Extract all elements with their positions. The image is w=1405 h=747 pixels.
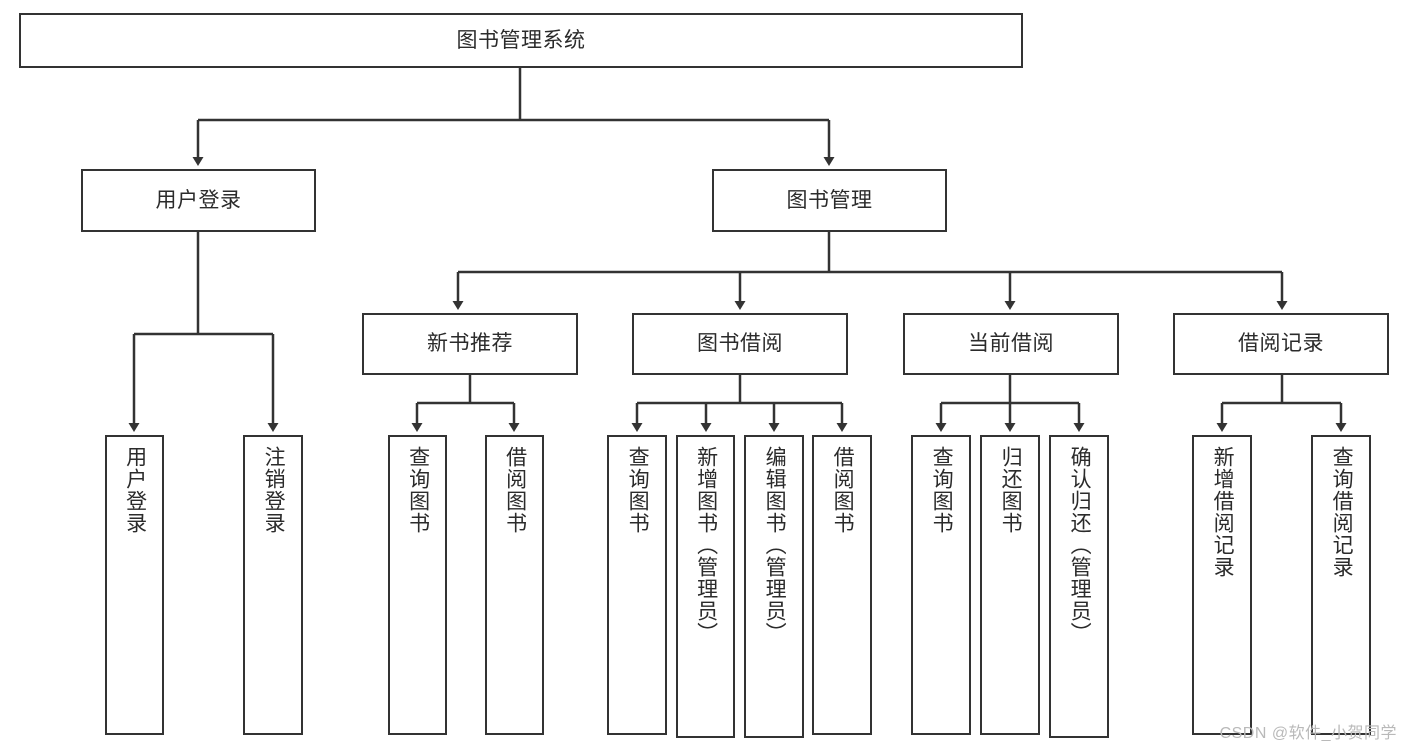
- node-label: 用户登录: [123, 446, 147, 534]
- node-label: 新增借阅记录: [1211, 446, 1235, 578]
- leaf-query-books-borrow[interactable]: 查询图书: [607, 435, 667, 735]
- leaf-borrow-books[interactable]: 借阅图书: [812, 435, 872, 735]
- node-label: 用户登录: [155, 188, 242, 212]
- node-label: 借阅记录: [1238, 332, 1324, 356]
- node-book-borrowing[interactable]: 图书借阅: [632, 313, 848, 375]
- node-current-borrowing[interactable]: 当前借阅: [903, 313, 1119, 375]
- node-label: 查询图书: [626, 446, 650, 534]
- node-label: 借阅图书: [831, 446, 855, 534]
- node-label: 查询图书: [930, 446, 954, 534]
- leaf-add-book-admin[interactable]: 新增图书（管理员）: [676, 435, 735, 738]
- node-new-book-recommendation[interactable]: 新书推荐: [362, 313, 578, 375]
- node-label: 确认归还（管理员）: [1068, 446, 1092, 644]
- leaf-add-borrow-record[interactable]: 新增借阅记录: [1192, 435, 1252, 735]
- leaf-return-books[interactable]: 归还图书: [980, 435, 1040, 735]
- leaf-query-books-current[interactable]: 查询图书: [911, 435, 971, 735]
- csdn-watermark: CSDN @软件_小贺同学: [1219, 725, 1397, 742]
- leaf-edit-book-admin[interactable]: 编辑图书（管理员）: [744, 435, 804, 738]
- node-label: 编辑图书（管理员）: [763, 446, 787, 644]
- node-label: 图书借阅: [697, 332, 783, 356]
- node-borrow-records[interactable]: 借阅记录: [1173, 313, 1389, 375]
- leaf-query-borrow-record[interactable]: 查询借阅记录: [1311, 435, 1371, 735]
- node-label: 查询图书: [406, 446, 430, 534]
- node-label: 图书管理系统: [456, 28, 586, 52]
- node-label: 注销登录: [262, 446, 286, 534]
- node-book-management[interactable]: 图书管理: [712, 169, 947, 232]
- leaf-borrow-books-recommend[interactable]: 借阅图书: [485, 435, 544, 735]
- node-label: 当前借阅: [968, 332, 1054, 356]
- leaf-logout[interactable]: 注销登录: [243, 435, 303, 735]
- node-label: 新增图书（管理员）: [694, 446, 718, 644]
- node-label: 图书管理: [786, 188, 873, 212]
- node-label: 查询借阅记录: [1330, 446, 1354, 578]
- leaf-confirm-return-admin[interactable]: 确认归还（管理员）: [1049, 435, 1109, 738]
- node-label: 归还图书: [999, 446, 1023, 534]
- leaf-user-login[interactable]: 用户登录: [105, 435, 164, 735]
- node-user-login[interactable]: 用户登录: [81, 169, 316, 232]
- node-root-book-management-system[interactable]: 图书管理系统: [19, 13, 1023, 68]
- node-label: 新书推荐: [427, 332, 513, 356]
- leaf-query-books-recommend[interactable]: 查询图书: [388, 435, 447, 735]
- node-label: 借阅图书: [503, 446, 527, 534]
